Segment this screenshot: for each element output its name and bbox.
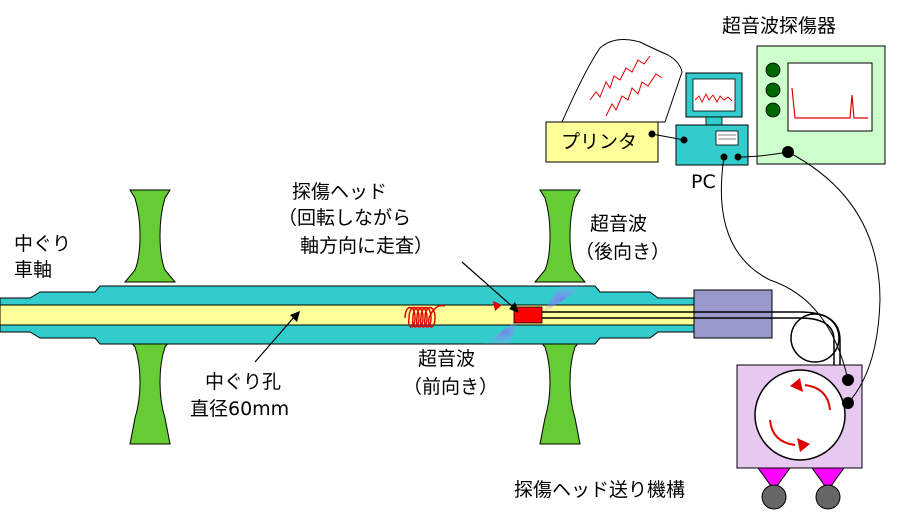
left-wheel-top xyxy=(123,189,177,283)
feed-roller-right-mount xyxy=(811,467,845,491)
label-feed-mechanism: 探傷ヘッド送り機構 xyxy=(514,479,686,501)
pc-monitor-waveform xyxy=(694,92,733,104)
label-wave-front-2: （前向き） xyxy=(403,376,499,398)
label-head-2: （回転しながら xyxy=(278,207,412,229)
printer-paper xyxy=(561,39,683,123)
ultrasonic-beam-front xyxy=(485,318,520,344)
label-pc: PC xyxy=(691,171,716,193)
label-flaw-detector: 超音波探傷器 xyxy=(722,15,837,37)
label-axle-1: 中ぐり xyxy=(14,233,72,255)
label-bore-2: 直径60mm xyxy=(190,398,290,420)
pc-monitor-stand xyxy=(705,116,723,126)
probe-head xyxy=(513,306,543,324)
axle-bore xyxy=(0,304,695,326)
ultrasonic-beam-back xyxy=(540,286,585,315)
right-wheel-top xyxy=(533,189,587,283)
printer-box xyxy=(545,121,659,163)
printer-trace-1 xyxy=(589,55,651,101)
leader-bore xyxy=(254,315,296,363)
cable-pc-feed xyxy=(720,156,849,381)
rotation-arrow-top xyxy=(804,384,831,411)
cable-printer-pc xyxy=(651,133,685,141)
feed-roller-right xyxy=(815,484,841,510)
label-wave-front-1: 超音波 xyxy=(418,348,476,370)
label-wave-back-2: （後向き） xyxy=(575,241,671,263)
spiral-arrowhead xyxy=(493,301,502,311)
label-bore-1: 中ぐり孔 xyxy=(205,371,282,393)
flaw-detector-waveform xyxy=(791,87,868,119)
printer-trace-2 xyxy=(605,73,663,117)
feed-roller-left xyxy=(761,484,787,510)
detector-knob-2 xyxy=(765,82,781,98)
flaw-detector-screen xyxy=(787,62,873,132)
cable-pc-detector xyxy=(737,151,789,158)
label-head-3: 軸方向に走査） xyxy=(300,235,434,257)
label-axle-2: 車軸 xyxy=(14,259,53,281)
label-wave-back-1: 超音波 xyxy=(590,213,648,235)
right-wheel-bottom xyxy=(533,334,587,445)
feed-roller-left-mount xyxy=(757,467,791,491)
cable-detector-feed xyxy=(787,151,881,404)
pc-monitor-screen xyxy=(692,78,736,112)
detector-knob-3 xyxy=(765,102,781,118)
label-printer: プリンタ xyxy=(560,131,637,153)
pc-drive-slot xyxy=(715,130,739,146)
detector-knob-1 xyxy=(765,62,781,78)
rotation-arrow-bottom xyxy=(769,419,796,446)
label-head-1: 探傷ヘッド xyxy=(292,181,388,203)
leader-head xyxy=(461,261,515,309)
spiral-scan-path xyxy=(404,304,446,328)
end-connector xyxy=(693,289,773,339)
left-wheel-bottom xyxy=(123,334,177,445)
